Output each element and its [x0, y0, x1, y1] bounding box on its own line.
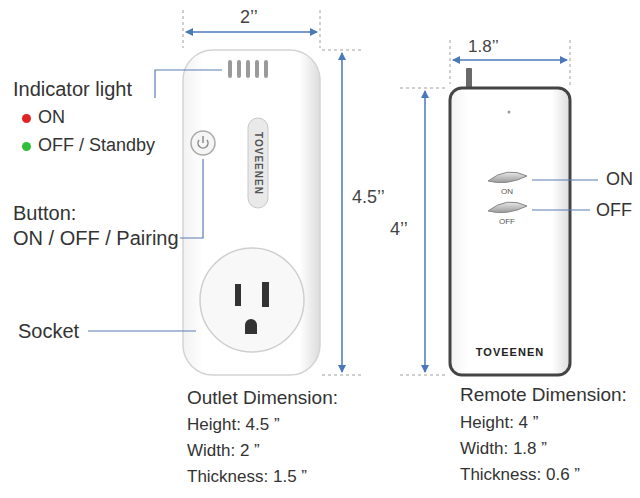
node-text: TOVEENEN — [253, 132, 264, 195]
spec-line: Thickness: 1.5 ” — [187, 468, 307, 487]
spec-line: Thickness: 0.6 ” — [460, 466, 580, 485]
led-dot — [508, 111, 511, 114]
power-symbol — [198, 136, 208, 148]
power-button — [191, 131, 215, 155]
ground-hole — [245, 319, 257, 334]
remote-button — [488, 202, 527, 213]
callout-label: OFF — [596, 201, 632, 221]
socket-slot — [262, 282, 269, 307]
remote-button-off: OFF — [485, 200, 529, 230]
spec-heading: Outlet Dimension: — [187, 388, 338, 409]
callout-title: Button: — [13, 202, 76, 224]
dimension-text: 1.8’’ — [468, 38, 499, 57]
legend-swatch — [22, 142, 31, 151]
spec-heading: Remote Dimension: — [460, 385, 627, 406]
callout-label: Socket — [18, 320, 79, 342]
dimension-text: 4.5’’ — [352, 188, 385, 208]
legend-text: OFF / Standby — [38, 136, 155, 156]
spec-line: Height: 4 ” — [460, 414, 538, 433]
node-text: OFF — [499, 218, 515, 227]
remote-control: TOVEENEN ON OFF — [450, 88, 570, 375]
leader-lines — [88, 70, 598, 331]
extension-lines — [183, 10, 570, 375]
dimension-text: 4’’ — [390, 220, 408, 240]
dimension-text: 2’’ — [240, 8, 258, 28]
remote-body — [450, 88, 570, 375]
callout-text: ON / OFF / Pairing — [13, 227, 179, 249]
socket-slot — [235, 284, 241, 306]
legend-text: ON — [38, 108, 65, 128]
node-text: TOVEENEN — [476, 346, 544, 358]
brand-plate — [248, 118, 268, 208]
outlet-device: TOVEENEN — [183, 50, 320, 375]
remote-button — [488, 172, 527, 183]
spec-line: Width: 1.8 ” — [460, 440, 547, 459]
node-text: ON — [501, 188, 513, 197]
socket-face — [200, 248, 304, 352]
remote-button-on: ON — [485, 170, 529, 200]
callout-label: ON — [606, 170, 633, 190]
spec-line: Width: 2 ” — [187, 442, 260, 461]
dimension-arrows — [186, 32, 567, 372]
legend-swatch — [22, 114, 31, 123]
vent-slots — [228, 60, 268, 78]
spec-line: Height: 4.5 ” — [187, 416, 280, 435]
callout-title: Indicator light — [13, 78, 132, 100]
